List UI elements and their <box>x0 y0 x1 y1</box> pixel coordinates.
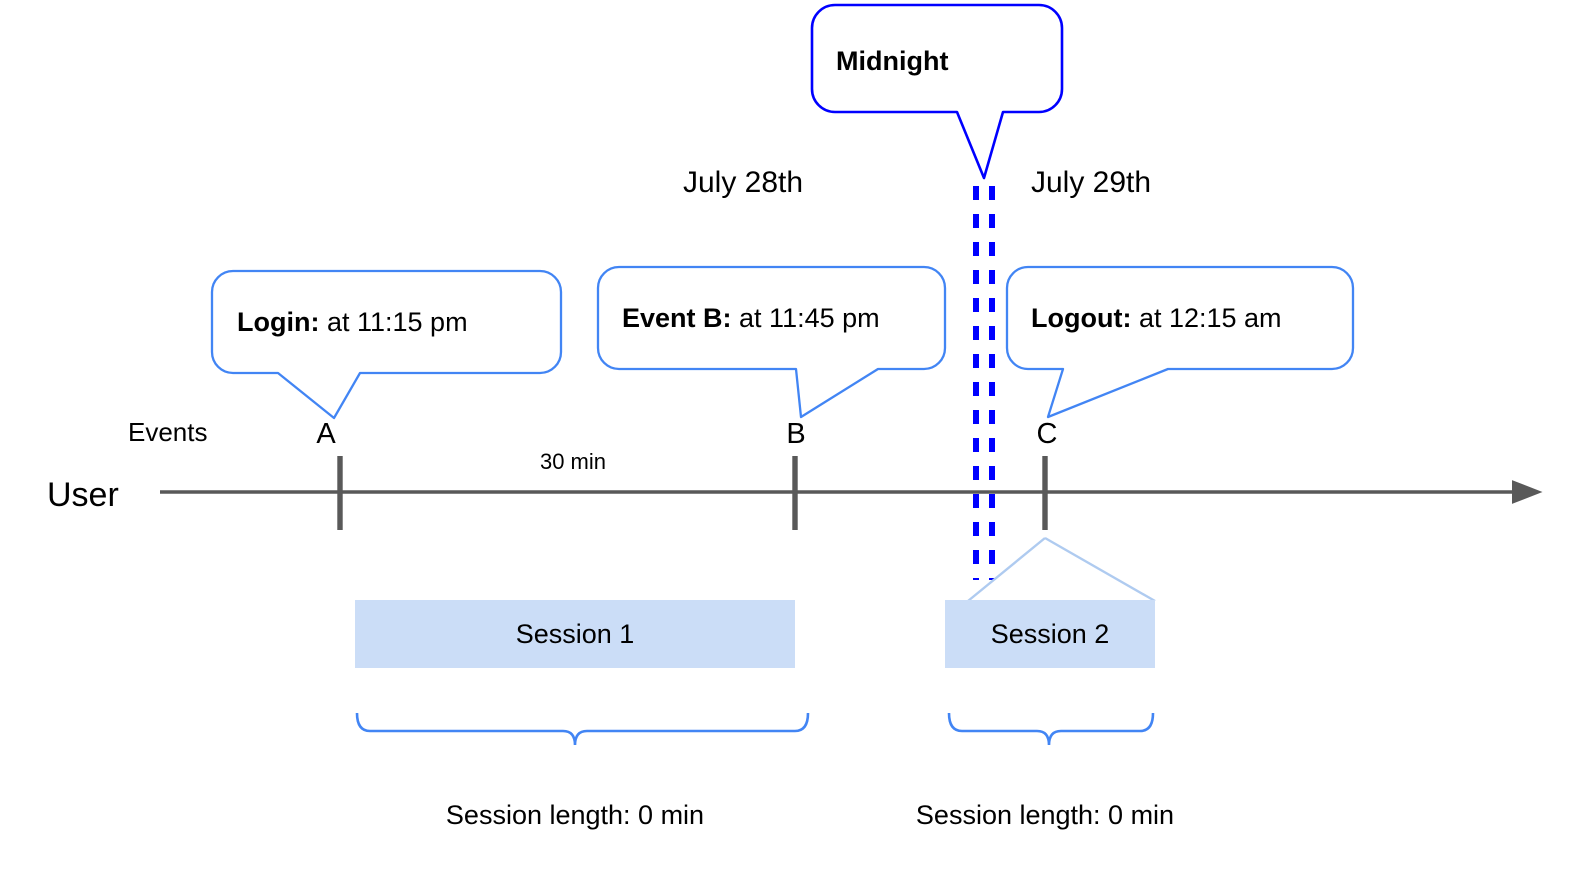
session-1-brace <box>355 712 810 746</box>
login-callout[interactable]: Login: at 11:15 pm <box>210 269 563 420</box>
midnight-callout[interactable]: Midnight <box>810 3 1064 180</box>
user-row-label: User <box>47 476 119 514</box>
logout-callout[interactable]: Logout: at 12:15 am <box>1005 265 1355 419</box>
event-b-callout-bold: Event B: <box>622 303 732 333</box>
session-2-connector <box>967 536 1156 603</box>
event-b-callout-bubble <box>596 265 947 419</box>
logout-callout-detail: at 12:15 am <box>1131 303 1281 333</box>
event-b-callout-label: Event B: at 11:45 pm <box>622 303 880 333</box>
events-row-label: Events <box>128 417 208 447</box>
logout-callout-bubble <box>1005 265 1355 419</box>
session-2-rect <box>945 600 1155 668</box>
session-1-length-label: Session length: 0 min <box>446 800 704 830</box>
event-b-callout[interactable]: Event B: at 11:45 pm <box>596 265 947 419</box>
login-callout-bold: Login: <box>237 307 319 337</box>
event-marker-label-a: A <box>316 418 336 450</box>
midnight-divider <box>973 186 995 580</box>
session-2-box[interactable]: Session 2 <box>945 600 1155 668</box>
event-marker-label-c: C <box>1037 418 1058 450</box>
midnight-callout-label: Midnight <box>836 46 948 76</box>
login-callout-label: Login: at 11:15 pm <box>237 307 468 337</box>
session-2-length-label: Session length: 0 min <box>916 800 1174 830</box>
session-2-brace <box>947 712 1155 746</box>
login-callout-bubble <box>210 269 563 420</box>
midnight-callout-bubble <box>810 3 1064 180</box>
session-2-label: Session 2 <box>991 619 1110 649</box>
session-1-box[interactable]: Session 1 <box>355 600 795 668</box>
event-marker-label-b: B <box>786 418 805 450</box>
event-b-callout-detail: at 11:45 pm <box>732 303 880 333</box>
logout-callout-bold: Logout: <box>1031 303 1131 333</box>
timeline-axis <box>160 456 1543 530</box>
session-2-connector-lines <box>967 536 1156 603</box>
date-label-july-28: July 28th <box>683 166 803 199</box>
login-callout-detail: at 11:15 pm <box>319 307 467 337</box>
interval-duration-label: 30 min <box>540 449 606 474</box>
session-1-label: Session 1 <box>516 619 635 649</box>
logout-callout-label: Logout: at 12:15 am <box>1031 303 1282 333</box>
session-1-rect <box>355 600 795 668</box>
date-label-july-29: July 29th <box>1031 166 1151 199</box>
